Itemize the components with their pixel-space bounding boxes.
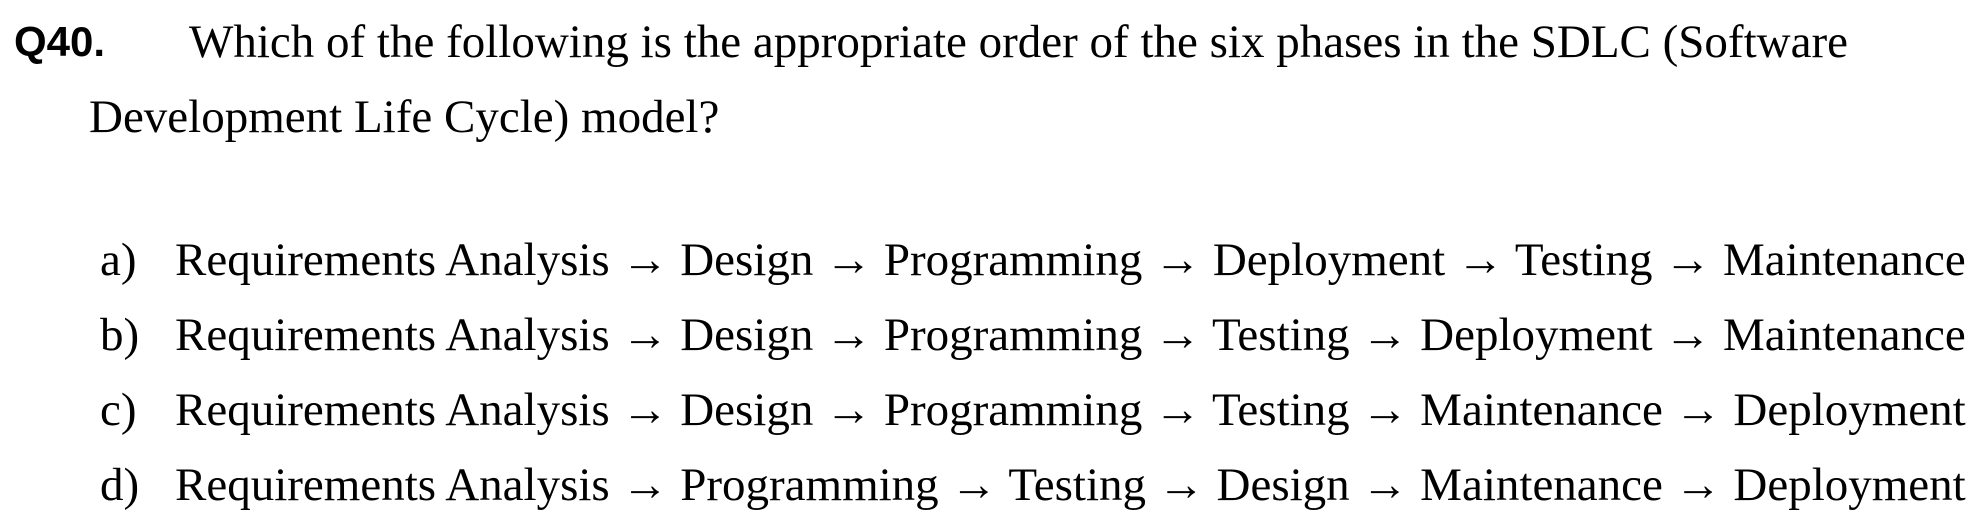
question-text-line-1: Which of the following is the appropriat… [189,16,1848,68]
question-number: Q40. [14,18,106,65]
option-letter: d) [100,459,140,511]
option-letter: b) [100,309,140,361]
option-letter: c) [100,384,137,436]
option-text: Requirements Analysis → Design → Program… [175,384,1966,436]
option-letter: a) [100,234,137,286]
option-text: Requirements Analysis → Programming → Te… [175,459,1966,511]
option-text: Requirements Analysis → Design → Program… [175,234,1966,286]
option-text: Requirements Analysis → Design → Program… [175,309,1966,361]
question-text-line-2: Development Life Cycle) model? [89,91,720,143]
